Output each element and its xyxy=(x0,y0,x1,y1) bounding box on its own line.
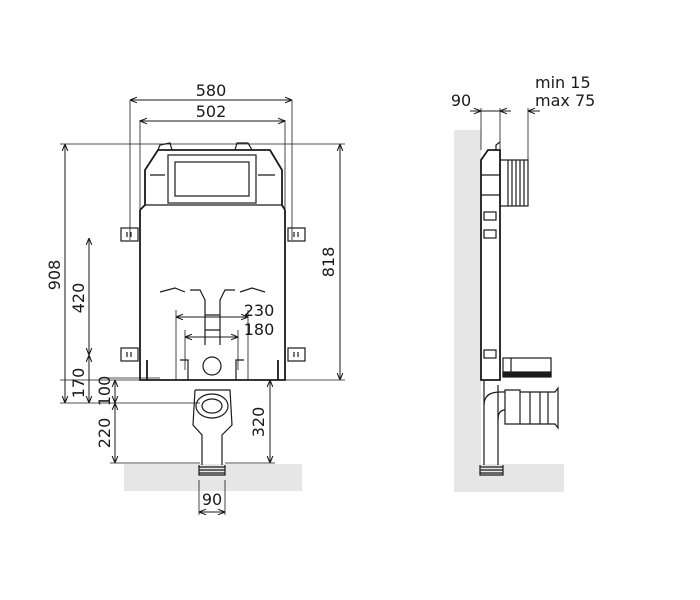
dim-420: 420 xyxy=(69,283,88,314)
bowl-support xyxy=(502,357,552,378)
dim-180: 180 xyxy=(244,320,275,339)
dim-580: 580 xyxy=(196,81,227,100)
frame-profile xyxy=(480,149,501,381)
dim-90-pipe: 90 xyxy=(202,490,222,509)
dim-90-depth: 90 xyxy=(451,91,471,110)
drain-elbow xyxy=(479,380,559,476)
mounting-brackets xyxy=(120,227,306,362)
floor-side xyxy=(454,464,564,492)
cistern-panel xyxy=(145,142,282,206)
dim-max: max 75 xyxy=(535,91,595,110)
frame-outline xyxy=(139,149,286,381)
dim-908: 908 xyxy=(45,260,64,291)
dim-502: 502 xyxy=(196,102,227,121)
side-view: 90 min 15 max 75 xyxy=(451,73,595,492)
dim-230: 230 xyxy=(244,301,275,320)
dim-220: 220 xyxy=(95,418,114,449)
front-view: 580 502 908 818 420 170 100 220 320 230 … xyxy=(45,81,345,515)
dimension-lines xyxy=(65,100,340,512)
wall-side xyxy=(454,130,481,492)
floor-front xyxy=(124,464,302,491)
dim-818: 818 xyxy=(319,247,338,278)
dim-320: 320 xyxy=(249,407,268,438)
dim-170: 170 xyxy=(69,368,88,399)
frame-details xyxy=(481,141,501,359)
dim-min: min 15 xyxy=(535,73,591,92)
dim-100: 100 xyxy=(95,376,114,407)
extension-lines xyxy=(60,100,345,515)
side-extension-lines xyxy=(480,108,529,160)
drain-pipe xyxy=(192,389,233,476)
actuator-plate xyxy=(499,159,529,207)
